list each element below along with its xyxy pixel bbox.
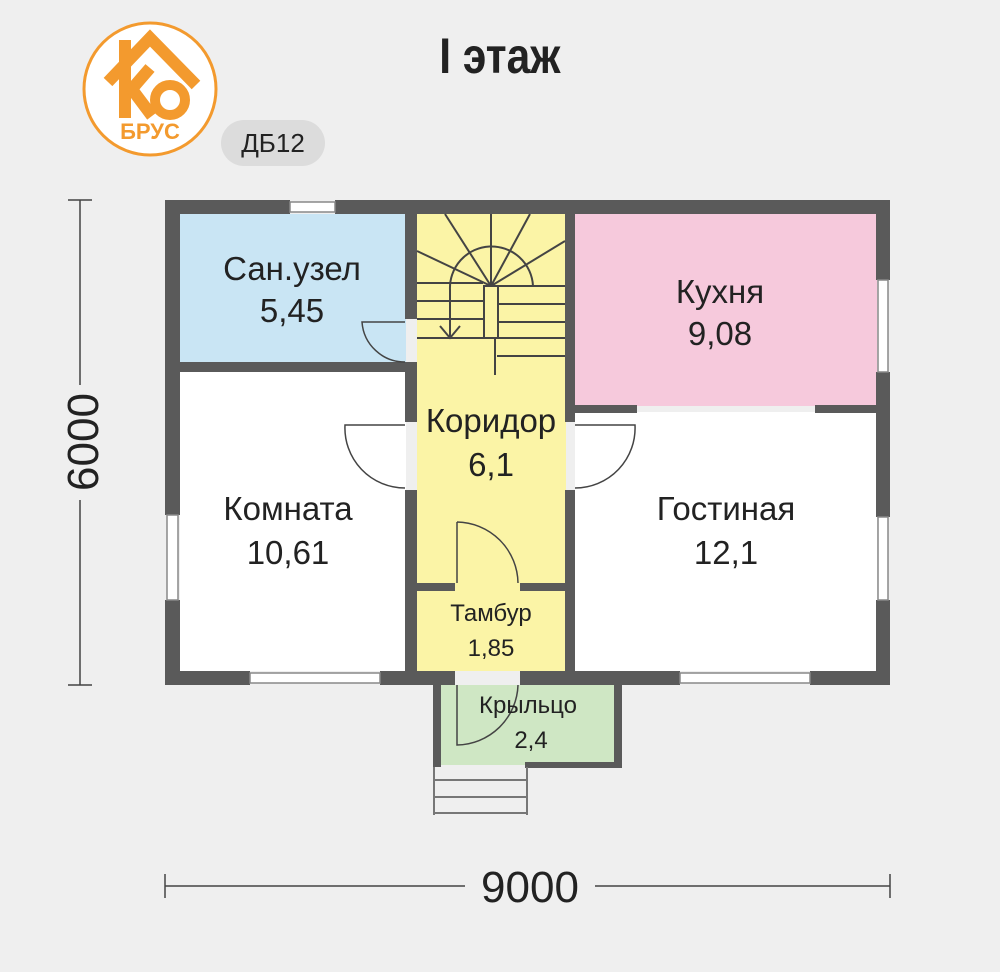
vestibule-name: Тамбур: [450, 600, 531, 627]
porch-steps: [433, 767, 528, 815]
bathroom-area: [180, 214, 406, 363]
kitchen-area-value: 9,08: [688, 315, 752, 352]
kitchen-name: Кухня: [676, 273, 764, 310]
height-dimension: 6000: [59, 393, 108, 491]
living-area: [575, 412, 877, 671]
height-dimension-line: [68, 199, 92, 686]
porch-area-value: 2,4: [514, 727, 547, 754]
floor-title: I этаж: [439, 28, 561, 84]
room-area: [180, 372, 406, 671]
vestibule-area-value: 1,85: [468, 635, 515, 662]
room-name: Комната: [223, 490, 353, 527]
walls: [165, 200, 890, 768]
doors: [344, 321, 636, 746]
porch-area: [440, 685, 615, 765]
kitchen-area: [575, 214, 877, 406]
living-name: Гостиная: [657, 490, 796, 527]
room-area-value: 10,61: [247, 534, 330, 571]
windows: [166, 201, 889, 684]
corridor-area-value: 6,1: [468, 446, 514, 483]
corridor-area: [417, 214, 566, 671]
logo: БРУС: [82, 21, 218, 157]
staircase: [416, 213, 566, 375]
width-dimension: 9000: [481, 863, 579, 912]
corridor-name: Коридор: [426, 402, 556, 439]
model-badge: ДБ12: [221, 120, 325, 166]
bathroom-name: Сан.узел: [223, 250, 361, 287]
porch-name: Крыльцо: [479, 692, 577, 719]
logo-text: БРУС: [120, 119, 180, 144]
bathroom-area-value: 5,45: [260, 292, 324, 329]
width-dimension-line: [164, 874, 891, 898]
living-area-value: 12,1: [694, 534, 758, 571]
